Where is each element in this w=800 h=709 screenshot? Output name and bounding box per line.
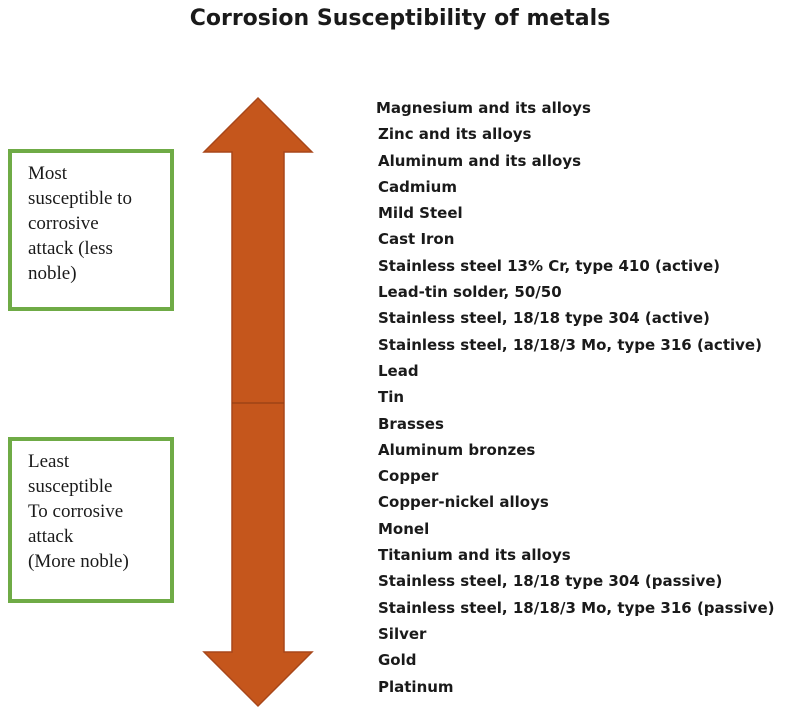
metal-item: Silver: [378, 624, 427, 643]
diagram-title: Corrosion Susceptibility of metals: [189, 6, 611, 31]
metal-item: Aluminum bronzes: [378, 440, 536, 459]
metal-item: Stainless steel, 18/18/3 Mo, type 316 (p…: [378, 598, 775, 617]
double-arrow: [202, 96, 314, 708]
metal-item: Brasses: [378, 414, 444, 433]
most-box-line: noble): [28, 263, 77, 284]
metal-item: Gold: [378, 651, 417, 670]
most-box-line: attack (less: [28, 238, 113, 259]
metal-item: Cadmium: [378, 177, 457, 196]
least-box-line: attack: [28, 526, 74, 547]
metal-item: Stainless steel, 18/18 type 304 (passive…: [378, 572, 723, 591]
metal-item: Lead: [378, 361, 419, 380]
metal-item: Cast Iron: [378, 230, 455, 249]
metal-item: Platinum: [378, 677, 454, 696]
least-box-line: (More noble): [28, 551, 129, 572]
most-box-line: Most: [28, 163, 68, 184]
metal-item: Lead-tin solder, 50/50: [378, 283, 562, 302]
metal-item: Tin: [378, 388, 405, 407]
least-box-line: susceptible: [28, 476, 113, 497]
metal-series-list: Magnesium and its alloys Zinc and its al…: [376, 95, 775, 700]
metal-item: Zinc and its alloys: [378, 125, 532, 144]
most-box-line: corrosive: [28, 213, 99, 234]
least-box-line: Least: [28, 451, 70, 472]
most-box-line: susceptible to: [28, 188, 132, 209]
metal-item: Monel: [378, 519, 430, 538]
metal-item: Stainless steel, 18/18/3 Mo, type 316 (a…: [378, 335, 762, 354]
metal-item: Magnesium and its alloys: [376, 99, 591, 117]
least-box-line: To corrosive: [28, 501, 124, 522]
least-susceptible-box: Least susceptible To corrosive attack (M…: [8, 437, 174, 603]
metal-item: Titanium and its alloys: [378, 546, 571, 565]
metal-item: Mild Steel: [378, 204, 463, 223]
most-susceptible-box: Most susceptible to corrosive attack (le…: [8, 149, 174, 311]
metal-item: Stainless steel, 18/18 type 304 (active): [378, 309, 710, 328]
metal-item: Copper-nickel alloys: [378, 493, 549, 512]
double-arrow-shape: [202, 96, 314, 708]
metal-item: Aluminum and its alloys: [378, 151, 582, 170]
metal-item: Copper: [378, 467, 439, 486]
metal-item: Stainless steel 13% Cr, type 410 (active…: [378, 256, 720, 275]
